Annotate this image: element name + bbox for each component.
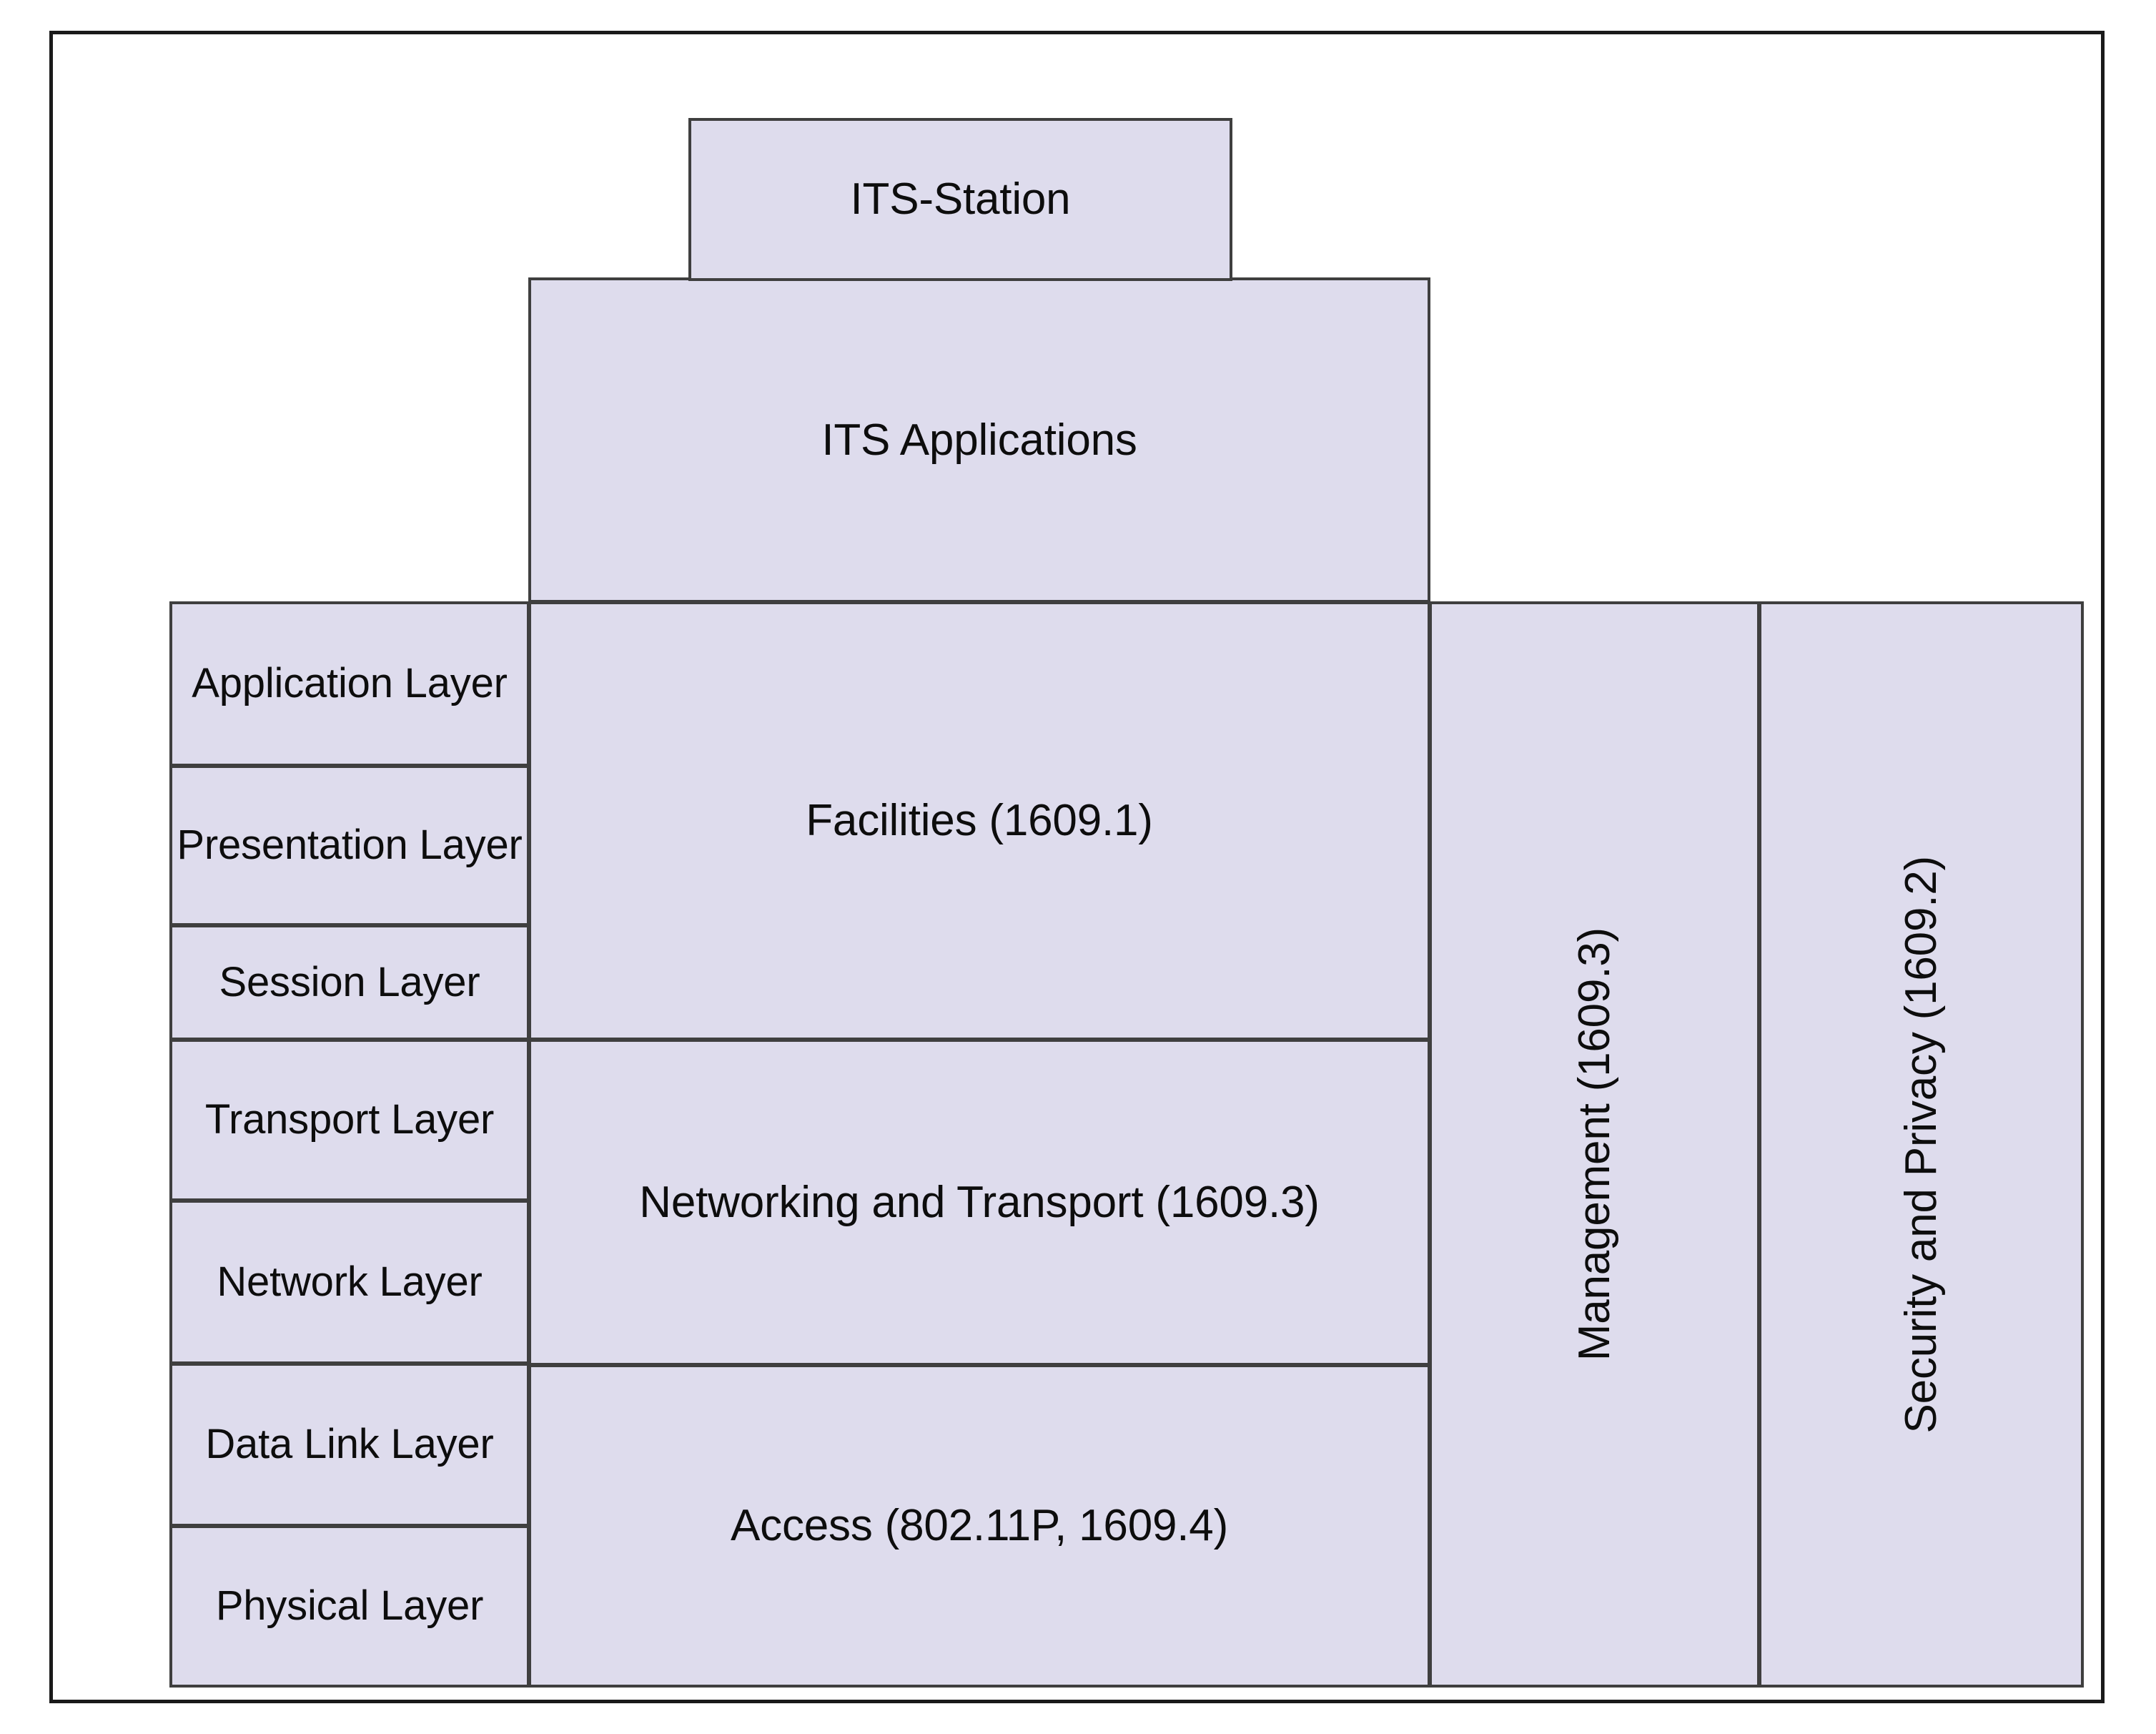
access-label: Access (802.11P, 1609.4) bbox=[730, 1501, 1229, 1551]
its-applications-label: ITS Applications bbox=[821, 415, 1137, 465]
osi-presentation-layer-label: Presentation Layer bbox=[177, 822, 523, 869]
node-its-station: ITS-Station bbox=[688, 118, 1232, 281]
diagram-outer-frame: ITS-Station ITS Applications Application… bbox=[49, 31, 2105, 1703]
management-label: Management (1609.3) bbox=[1569, 927, 1619, 1361]
its-station-label: ITS-Station bbox=[850, 174, 1071, 225]
node-osi-presentation-layer: Presentation Layer bbox=[169, 765, 530, 926]
node-osi-network-layer: Network Layer bbox=[169, 1200, 530, 1364]
node-osi-transport-layer: Transport Layer bbox=[169, 1039, 530, 1201]
node-security-and-privacy-column: Security and Privacy (1609.2) bbox=[1759, 601, 2084, 1688]
node-facilities: Facilities (1609.1) bbox=[528, 601, 1430, 1040]
osi-data-link-layer-label: Data Link Layer bbox=[205, 1421, 494, 1468]
node-osi-physical-layer: Physical Layer bbox=[169, 1525, 530, 1688]
networking-and-transport-label: Networking and Transport (1609.3) bbox=[639, 1177, 1320, 1227]
node-osi-session-layer: Session Layer bbox=[169, 925, 530, 1040]
security-and-privacy-label: Security and Privacy (1609.2) bbox=[1896, 855, 1946, 1434]
facilities-label: Facilities (1609.1) bbox=[806, 796, 1153, 846]
osi-transport-layer-label: Transport Layer bbox=[204, 1096, 495, 1143]
osi-application-layer-label: Application Layer bbox=[192, 660, 508, 707]
node-osi-application-layer: Application Layer bbox=[169, 601, 530, 767]
node-management-column: Management (1609.3) bbox=[1429, 601, 1760, 1688]
node-access: Access (802.11P, 1609.4) bbox=[528, 1364, 1430, 1688]
osi-physical-layer-label: Physical Layer bbox=[215, 1582, 484, 1630]
node-its-applications: ITS Applications bbox=[528, 277, 1430, 603]
node-networking-and-transport: Networking and Transport (1609.3) bbox=[528, 1039, 1430, 1366]
node-osi-data-link-layer: Data Link Layer bbox=[169, 1363, 530, 1527]
osi-session-layer-label: Session Layer bbox=[219, 958, 480, 1005]
osi-network-layer-label: Network Layer bbox=[217, 1258, 483, 1305]
